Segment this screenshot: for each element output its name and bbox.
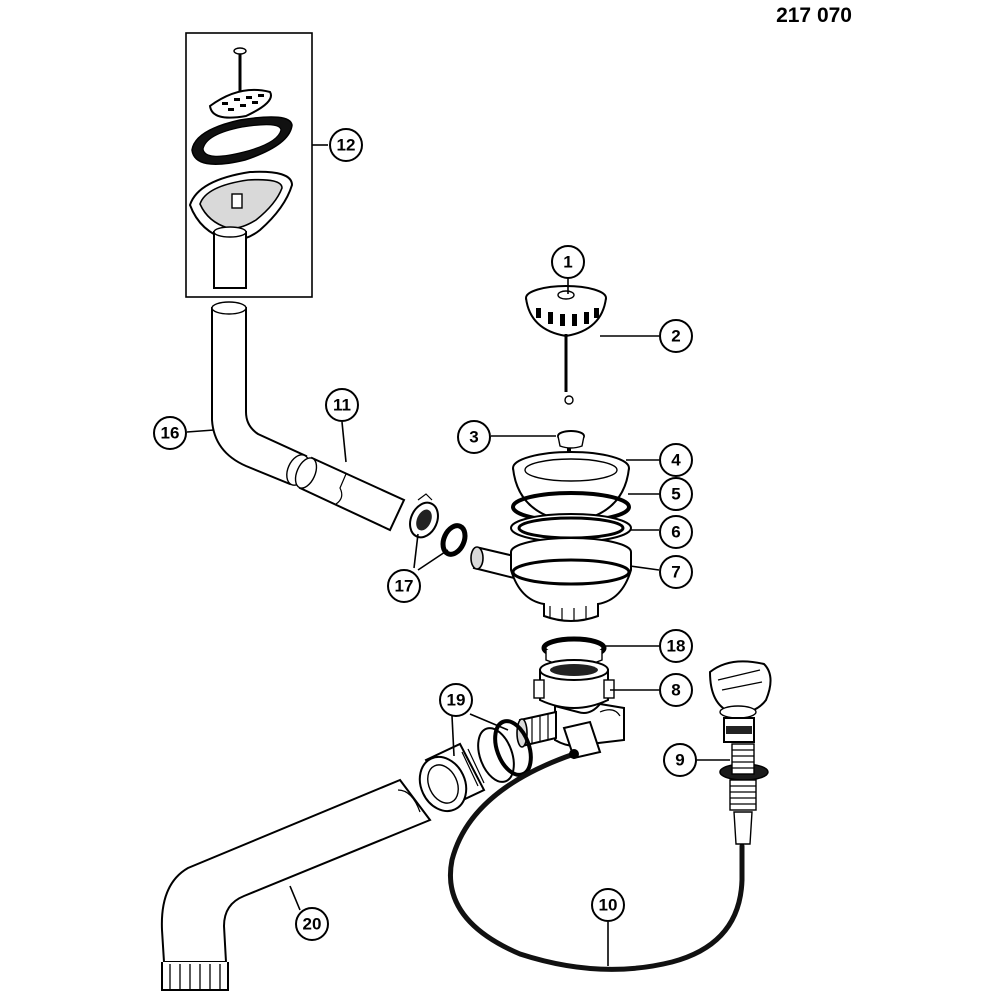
- callout-6: 6: [659, 515, 693, 549]
- coupling-nut: [533, 659, 615, 709]
- svg-text:18: 18: [667, 637, 686, 656]
- callout-20: 20: [295, 907, 329, 941]
- callout-9: 9: [663, 743, 697, 777]
- overflow-screw: [233, 47, 247, 92]
- svg-text:20: 20: [303, 915, 322, 934]
- bowl-flange: [512, 451, 630, 524]
- outlet-nut: [418, 742, 486, 813]
- callout-3: 3: [457, 420, 491, 454]
- callout-10: 10: [591, 888, 625, 922]
- leader-lines: [186, 144, 730, 966]
- connecting-tube: [294, 456, 406, 532]
- overflow-grate: [208, 88, 272, 119]
- strainer-basket: [525, 285, 607, 405]
- svg-text:17: 17: [395, 577, 414, 596]
- callout-17: 17: [387, 569, 421, 603]
- callout-18: 18: [659, 629, 693, 663]
- tube-washer: [440, 523, 468, 557]
- svg-text:2: 2: [671, 327, 680, 346]
- overflow-housing: [188, 170, 294, 289]
- svg-text:6: 6: [671, 523, 680, 542]
- callout-16: 16: [153, 416, 187, 450]
- svg-text:9: 9: [675, 751, 684, 770]
- callout-2: 2: [659, 319, 693, 353]
- callout-4: 4: [659, 443, 693, 477]
- tube-nut: [409, 493, 439, 539]
- svg-text:10: 10: [599, 896, 618, 915]
- svg-text:12: 12: [337, 136, 356, 155]
- callout-7: 7: [659, 555, 693, 589]
- control-cable: [448, 749, 745, 972]
- svg-text:19: 19: [447, 691, 466, 710]
- outlet-tee: [516, 702, 625, 760]
- pop-up-control-knob: [708, 660, 772, 845]
- svg-text:8: 8: [671, 681, 680, 700]
- svg-text:16: 16: [161, 424, 180, 443]
- callout-5: 5: [659, 477, 693, 511]
- callout-12: 12: [329, 128, 363, 162]
- svg-text:4: 4: [671, 451, 681, 470]
- overflow-gasket: [191, 116, 293, 165]
- drain-pipe-elbow: [160, 778, 432, 991]
- callout-1: 1: [551, 245, 585, 279]
- waste-body: [470, 537, 632, 622]
- diagram-code: 217 070: [776, 4, 852, 27]
- svg-text:1: 1: [563, 253, 572, 272]
- overflow-assembly-box: [185, 32, 313, 298]
- callout-19: 19: [439, 683, 473, 717]
- svg-text:3: 3: [469, 428, 478, 447]
- overflow-tube-elbow: [211, 301, 310, 486]
- svg-text:5: 5: [671, 485, 680, 504]
- svg-text:7: 7: [671, 563, 680, 582]
- svg-text:11: 11: [333, 396, 351, 415]
- callout-11: 11: [325, 388, 359, 422]
- callout-8: 8: [659, 673, 693, 707]
